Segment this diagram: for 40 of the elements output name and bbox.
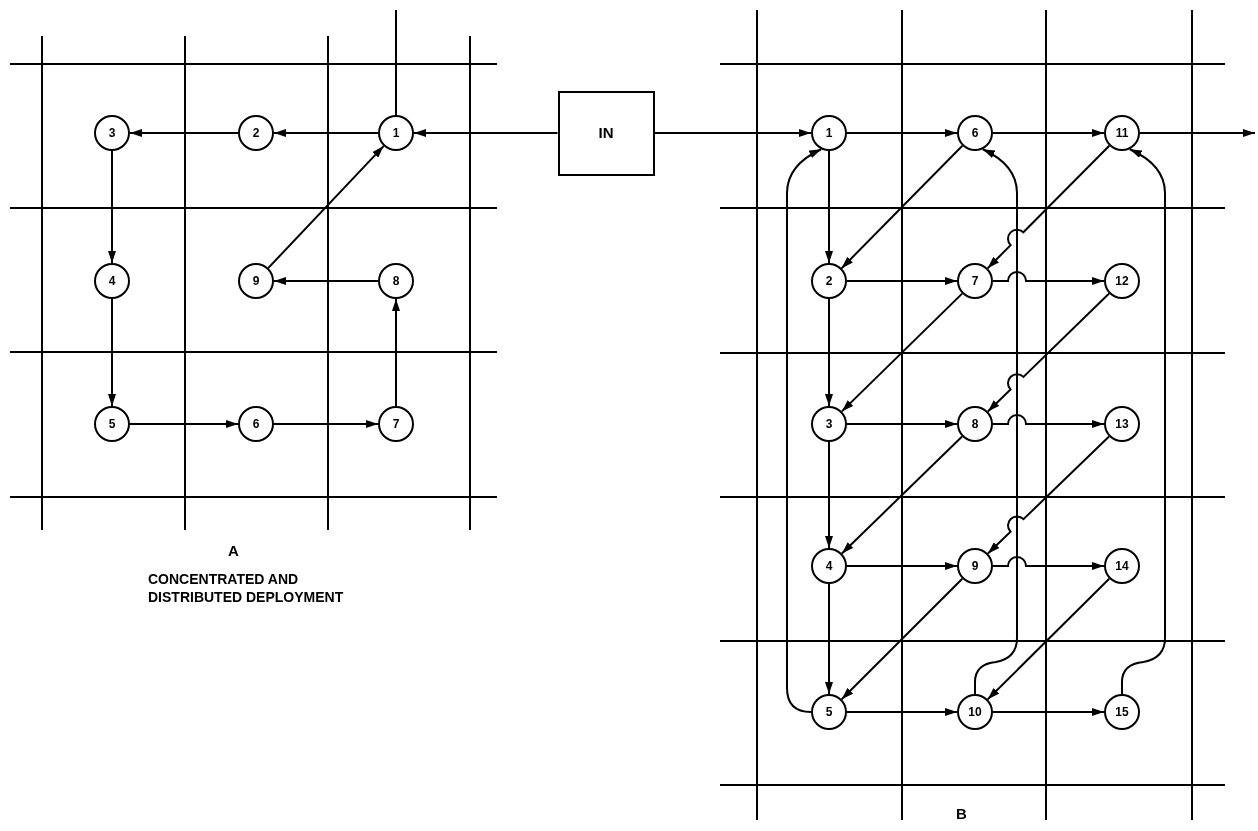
arrow <box>108 150 116 264</box>
arrow <box>992 414 1105 428</box>
arrow <box>825 441 833 549</box>
arrow <box>273 420 379 428</box>
arrow <box>846 562 958 570</box>
arrow <box>846 277 958 285</box>
arrow <box>273 129 379 137</box>
arrow <box>273 277 379 285</box>
arrow <box>1121 148 1166 695</box>
arrow <box>986 577 1111 701</box>
arrow <box>992 271 1105 285</box>
panel-label: A <box>228 541 239 561</box>
input-box: IN <box>557 90 655 176</box>
arrow <box>108 298 116 407</box>
arrow <box>1139 129 1256 137</box>
arrow <box>840 577 964 701</box>
arrow <box>840 144 964 270</box>
arrow <box>974 148 1018 695</box>
arrow <box>825 583 833 695</box>
arrow <box>267 145 385 269</box>
arrow <box>129 129 239 137</box>
arrow <box>653 129 812 137</box>
arrow <box>129 420 239 428</box>
arrow <box>986 435 1111 555</box>
arrow <box>846 129 958 137</box>
arrow <box>986 292 1111 413</box>
arrow <box>840 435 964 555</box>
arrow <box>413 129 559 137</box>
panel-label: B <box>956 804 967 824</box>
arrow <box>986 144 1111 270</box>
arrow <box>992 708 1105 716</box>
caption: CONCENTRATED AND DISTRIBUTED DEPLOYMENT <box>148 570 345 606</box>
arrow <box>992 129 1105 137</box>
arrow <box>825 150 833 264</box>
arrow <box>825 298 833 407</box>
arrow <box>846 708 958 716</box>
arrow <box>392 298 400 407</box>
arrow <box>846 420 958 428</box>
arrow <box>840 292 964 413</box>
arrow <box>992 556 1105 570</box>
